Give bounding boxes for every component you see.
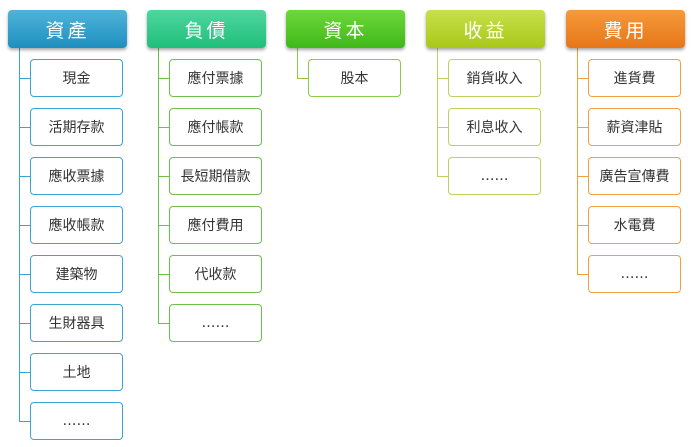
account-item: 應付票據 <box>169 59 262 97</box>
branch-line <box>19 372 30 373</box>
branch-line <box>577 127 588 128</box>
branch-line <box>437 176 448 177</box>
branch-line <box>19 323 30 324</box>
account-item: 長短期借款 <box>169 157 262 195</box>
category-header: 資本 <box>286 10 405 48</box>
branch-line <box>577 274 588 275</box>
category-header: 負債 <box>147 10 266 48</box>
branch-line <box>19 127 30 128</box>
branch-line <box>19 421 30 422</box>
account-item: 進貨費 <box>588 59 681 97</box>
account-item: …… <box>30 402 123 440</box>
branch-line <box>19 78 30 79</box>
account-item: 現金 <box>30 59 123 97</box>
connector-line <box>297 48 298 78</box>
account-item: 薪資津貼 <box>588 108 681 146</box>
account-item: 應付費用 <box>169 206 262 244</box>
account-item: …… <box>448 157 541 195</box>
category-header: 資產 <box>8 10 127 48</box>
account-item: 應收帳款 <box>30 206 123 244</box>
account-item: 廣告宣傳費 <box>588 157 681 195</box>
account-item: 應付帳款 <box>169 108 262 146</box>
branch-line <box>297 78 308 79</box>
branch-line <box>158 78 169 79</box>
account-item: 股本 <box>308 59 401 97</box>
connector-line <box>577 48 578 274</box>
account-item: …… <box>588 255 681 293</box>
account-item: 生財器具 <box>30 304 123 342</box>
branch-line <box>158 225 169 226</box>
account-item: 利息收入 <box>448 108 541 146</box>
account-item: 活期存款 <box>30 108 123 146</box>
branch-line <box>158 176 169 177</box>
account-item: 建築物 <box>30 255 123 293</box>
account-item: 水電費 <box>588 206 681 244</box>
category-header: 費用 <box>566 10 685 48</box>
category-header: 收益 <box>426 10 545 48</box>
branch-line <box>437 78 448 79</box>
account-item: 應收票據 <box>30 157 123 195</box>
branch-line <box>19 225 30 226</box>
branch-line <box>577 225 588 226</box>
connector-line <box>158 48 159 323</box>
branch-line <box>158 323 169 324</box>
account-item: 銷貨收入 <box>448 59 541 97</box>
branch-line <box>158 274 169 275</box>
branch-line <box>577 176 588 177</box>
branch-line <box>577 78 588 79</box>
account-item: 土地 <box>30 353 123 391</box>
branch-line <box>437 127 448 128</box>
connector-line <box>437 48 438 176</box>
branch-line <box>19 176 30 177</box>
account-item: …… <box>169 304 262 342</box>
account-item: 代收款 <box>169 255 262 293</box>
connector-line <box>19 48 20 421</box>
branch-line <box>19 274 30 275</box>
branch-line <box>158 127 169 128</box>
